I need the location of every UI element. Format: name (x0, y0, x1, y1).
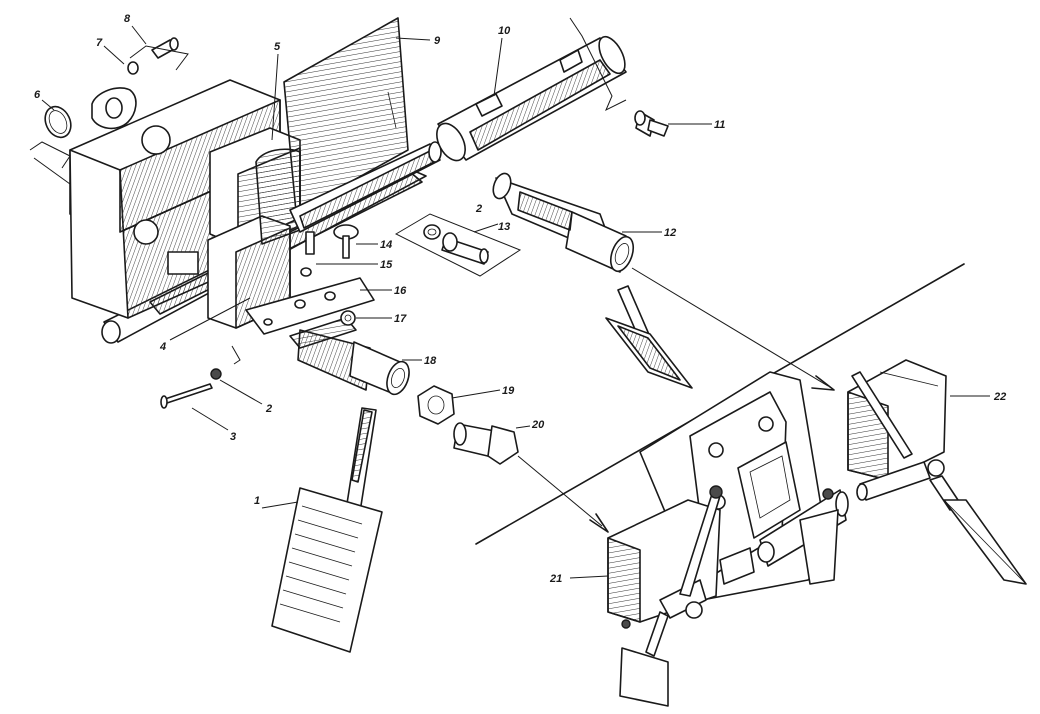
leader-lines (41, 25, 990, 579)
callout-2-left: 2 (265, 403, 272, 415)
electrode-holder-upper (847, 359, 1027, 585)
hex-head-bolt (453, 422, 519, 465)
sleeve-tube (436, 17, 627, 162)
stud-bolt (300, 231, 315, 277)
callout-22: 22 (993, 391, 1006, 403)
hex-nut (417, 385, 455, 425)
callout-21: 21 (549, 573, 562, 585)
flange-plate (91, 61, 139, 130)
washer-and-bolt (394, 213, 522, 277)
callout-14: 14 (380, 239, 392, 251)
machine-frame (475, 263, 965, 601)
callout-7: 7 (96, 37, 103, 49)
long-bolt (160, 345, 241, 409)
main-shaft (289, 141, 442, 233)
callout-16: 16 (394, 285, 407, 297)
callout-11: 11 (714, 119, 725, 131)
callout-15: 15 (380, 259, 393, 271)
assembly-arrows (517, 267, 835, 533)
callout-5: 5 (274, 41, 281, 53)
curved-bracket (255, 148, 301, 245)
electrode-rod (271, 407, 383, 653)
callout-8: 8 (124, 13, 131, 25)
callout-4: 4 (159, 341, 166, 353)
callout-17: 17 (394, 313, 407, 325)
callout-9: 9 (434, 35, 441, 47)
tag-lines (279, 505, 363, 623)
tube-adaptor (492, 172, 635, 273)
callout-6: 6 (34, 89, 41, 101)
callout-3: 3 (230, 431, 236, 443)
callout-19: 19 (502, 385, 515, 397)
nut-17 (340, 310, 356, 326)
electrode-tip (605, 285, 693, 389)
callout-13: 13 (498, 221, 510, 233)
small-screw (129, 37, 189, 71)
callout-10: 10 (498, 25, 511, 37)
hex-bolt (634, 110, 669, 137)
callout-12: 12 (664, 227, 676, 239)
callout-2-right: 2 (475, 203, 482, 215)
callout-18: 18 (424, 355, 437, 367)
callout-1: 1 (254, 495, 260, 507)
electrode-holder-lower (607, 485, 723, 707)
callout-20: 20 (531, 419, 545, 431)
snap-ring (29, 105, 72, 185)
electrode-sleeve (297, 329, 410, 396)
mushroom-screw (333, 224, 359, 259)
callout-labels: 1 2 2 3 4 5 6 7 8 9 10 11 12 13 14 15 16… (34, 13, 1006, 585)
